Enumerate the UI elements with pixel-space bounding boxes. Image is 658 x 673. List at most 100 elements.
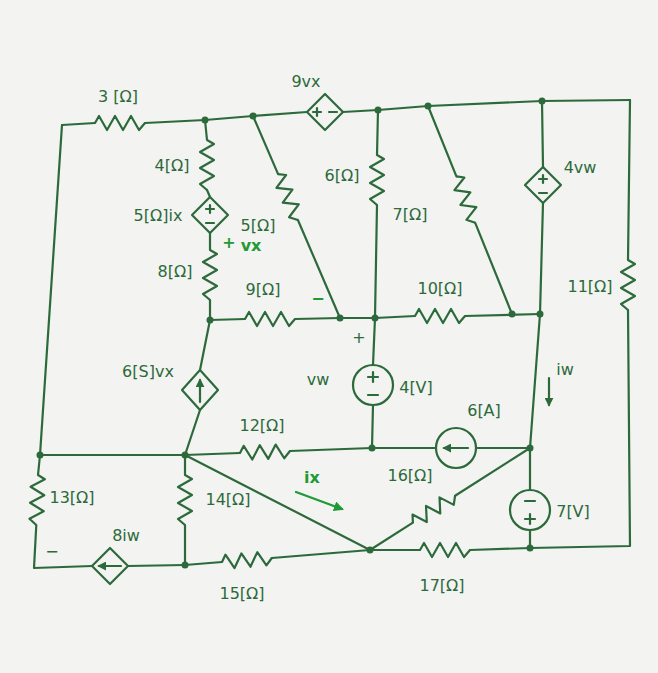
source-label: 6[A] (465, 402, 503, 420)
junction-dot (372, 315, 379, 322)
resistor-symbol (221, 551, 272, 569)
junction-dot (337, 315, 344, 322)
wire (185, 320, 210, 455)
dependent-source-symbol (92, 94, 561, 584)
resistance-label: 13[Ω] (47, 489, 96, 507)
resistance-label: 5[Ω] (239, 217, 278, 235)
source-label: 6[S]vx (120, 363, 176, 381)
junction-dot (537, 311, 544, 318)
variable-label: iw (554, 361, 576, 379)
junction-dot (527, 445, 534, 452)
junction-dot (182, 562, 189, 569)
resistance-label: 9[Ω] (244, 281, 283, 299)
resistor-symbol (95, 116, 145, 130)
resistance-label: 12[Ω] (237, 417, 286, 435)
resistor-symbol (450, 174, 482, 226)
wire (34, 100, 630, 568)
independent-source-symbol (368, 372, 378, 395)
junction-dot (182, 452, 189, 459)
wire (375, 110, 378, 318)
polarity-mark: − (43, 543, 60, 561)
junction-dot (539, 98, 546, 105)
independent-source-symbol (444, 447, 468, 449)
resistor-symbol (370, 155, 384, 205)
resistance-label: 16[Ω] (385, 467, 434, 485)
resistance-label: 7[Ω] (391, 206, 430, 224)
resistance-label: 3 [Ω] (96, 88, 140, 106)
junction-dot (250, 113, 257, 120)
independent-source-symbol (353, 365, 393, 405)
current-arrow (548, 378, 550, 405)
source-label: 5[Ω]ix (132, 207, 185, 225)
junction-dot (37, 452, 44, 459)
dependent-source-symbol (192, 197, 228, 233)
dependent-source-symbol (539, 175, 547, 193)
junction-dot (527, 545, 534, 552)
independent-source-symbol (525, 501, 535, 524)
wire (540, 101, 543, 314)
source-label: 9vx (289, 73, 322, 91)
junction-dot (509, 311, 516, 318)
junction-dot (369, 445, 376, 452)
variable-label: vx (239, 237, 264, 255)
resistor-symbol (621, 260, 635, 310)
source-label: 4[V] (397, 379, 435, 397)
independent-source-symbol (436, 428, 476, 468)
dependent-source-symbol (525, 167, 561, 203)
dependent-source-symbol (313, 108, 337, 116)
variable-label: ix (302, 469, 322, 487)
source-label: 7[V] (554, 503, 592, 521)
junction-dot (425, 103, 432, 110)
wire (62, 100, 630, 125)
wire (34, 455, 185, 568)
current-arrow (296, 492, 342, 509)
resistor-symbol (272, 171, 305, 222)
resistor-symbol (409, 490, 459, 529)
wire (185, 455, 370, 550)
wire (370, 548, 530, 550)
current-arrow (296, 378, 549, 509)
resistor-symbol (203, 250, 217, 300)
variable-label: vw (305, 371, 332, 389)
dependent-source-symbol (182, 370, 218, 410)
source-label: 8iw (110, 527, 142, 545)
dependent-source-symbol (199, 380, 201, 402)
resistance-label: 8[Ω] (156, 263, 195, 281)
junction-dot (207, 317, 214, 324)
junction-dot (202, 117, 209, 124)
polarity-mark: + (350, 329, 367, 347)
dependent-source-symbol (307, 94, 343, 130)
resistor-symbol (29, 475, 45, 525)
dependent-source-symbol (99, 565, 121, 567)
resistor-symbol (245, 312, 295, 326)
wire (530, 100, 630, 548)
resistor-symbol (29, 116, 635, 569)
junction-dot (367, 547, 374, 554)
independent-source-symbol (353, 365, 550, 530)
wire (185, 448, 530, 455)
resistance-label: 4[Ω] (153, 157, 192, 175)
polarity-mark: + (220, 234, 237, 252)
wire (530, 314, 540, 548)
junction-dot (375, 107, 382, 114)
wire (185, 455, 370, 565)
resistor-symbol (420, 543, 470, 557)
resistance-label: 6[Ω] (323, 167, 362, 185)
dependent-source-symbol (92, 548, 128, 584)
resistor-symbol (200, 140, 214, 190)
wire (370, 448, 530, 550)
dependent-source-symbol (206, 205, 214, 223)
resistance-label: 17[Ω] (417, 577, 466, 595)
junction-dot (37, 98, 546, 569)
resistance-label: 15[Ω] (217, 585, 266, 603)
resistor-symbol (415, 309, 465, 323)
independent-source-symbol (510, 490, 550, 530)
resistance-label: 14[Ω] (203, 491, 252, 509)
resistance-label: 10[Ω] (415, 280, 464, 298)
wire (372, 318, 375, 448)
resistor-symbol (178, 475, 192, 525)
source-label: 4vw (562, 159, 599, 177)
resistor-symbol (240, 444, 291, 460)
